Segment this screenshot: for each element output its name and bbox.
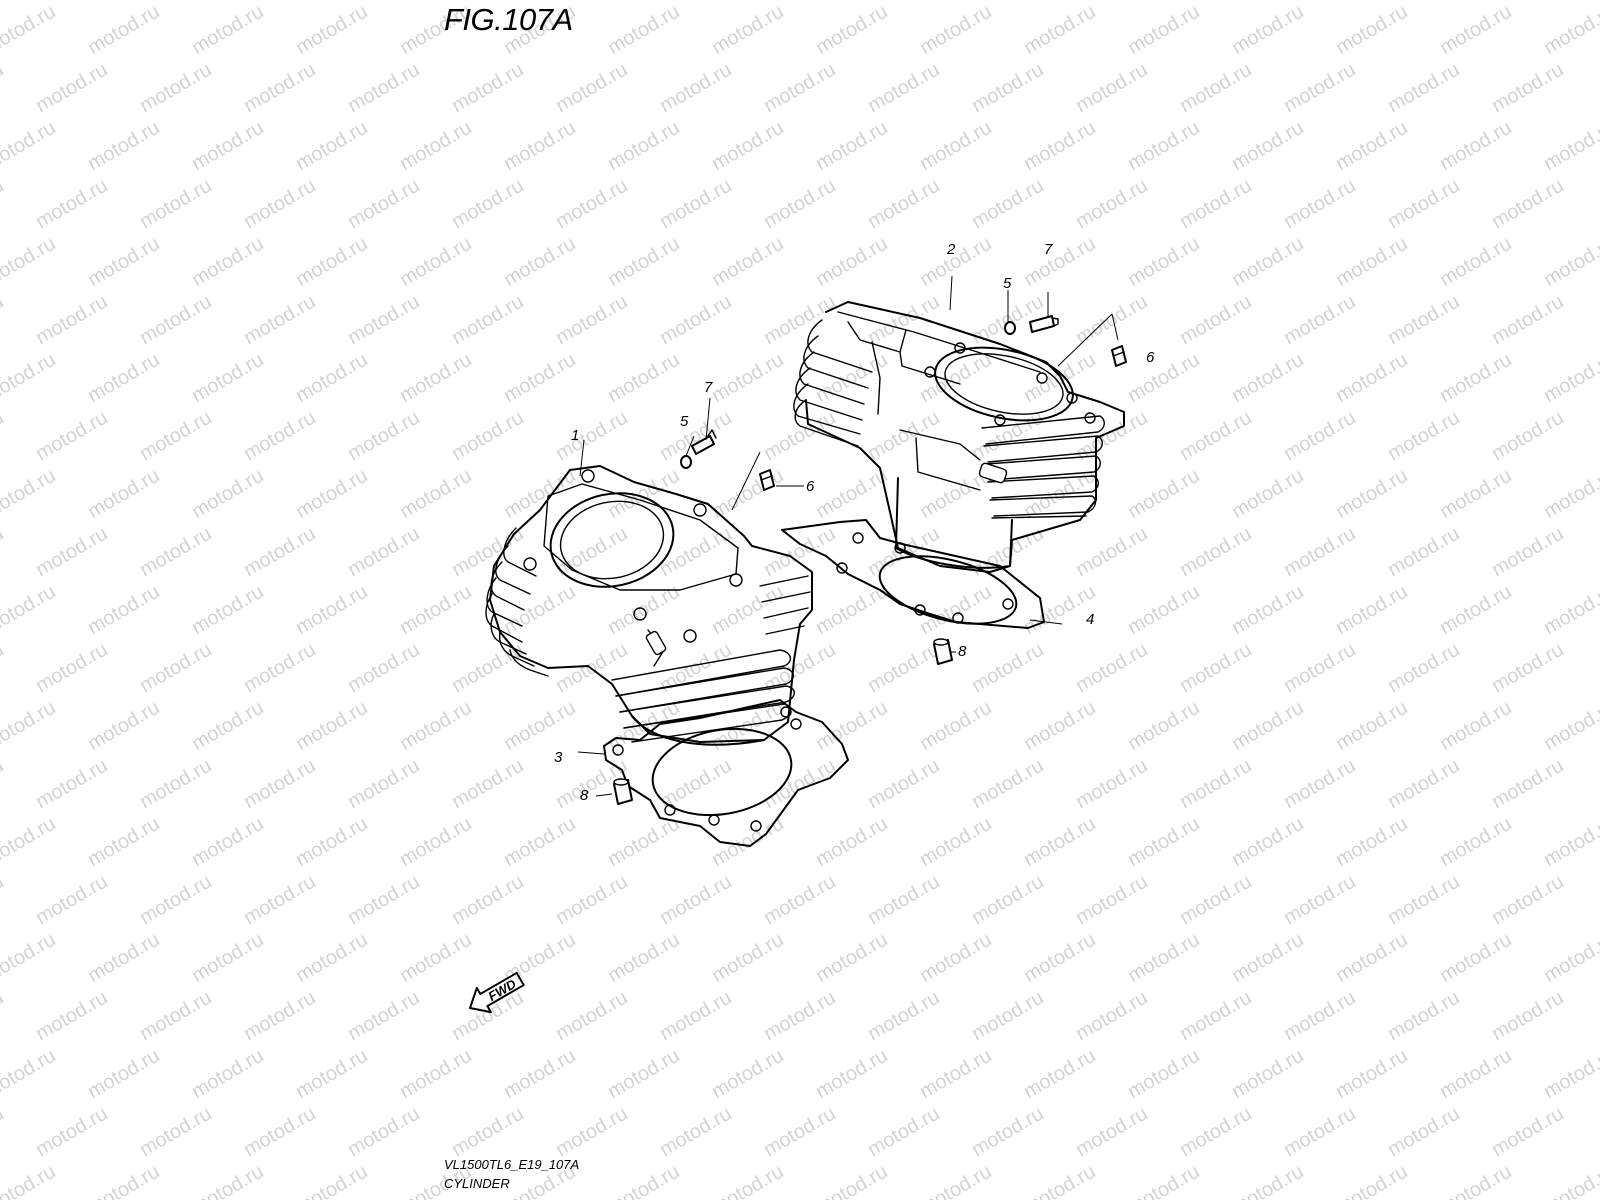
callout-labels: 1 2 3 4 5 5 6 6 7 7 8 8 — [554, 241, 1155, 804]
figure-name: CYLINDER — [444, 1176, 510, 1191]
washer-front — [680, 455, 692, 469]
rear-cylinder-fins-left — [793, 319, 873, 447]
base-dowel-front — [613, 778, 633, 805]
callout-8-front: 8 — [580, 787, 589, 804]
callout-3: 3 — [554, 749, 563, 766]
callout-7-front: 7 — [704, 379, 713, 396]
rear-cylinder-base-gasket — [781, 519, 1045, 629]
callout-6-front: 6 — [806, 478, 815, 495]
washer-rear — [1004, 321, 1016, 335]
callout-8-rear: 8 — [958, 643, 967, 660]
callout-4: 4 — [1086, 611, 1094, 628]
leader-lines — [577, 275, 1119, 797]
front-cylinder — [485, 465, 813, 746]
dowel-pin-rear — [1111, 345, 1127, 367]
callout-5-rear: 5 — [1003, 275, 1012, 292]
callout-6-rear: 6 — [1146, 349, 1155, 366]
front-cylinder-fins-right — [611, 575, 811, 743]
callout-2: 2 — [946, 241, 956, 258]
callout-5-front: 5 — [680, 413, 689, 430]
stud-rear — [1029, 315, 1059, 333]
stud-front — [691, 429, 717, 455]
base-dowel-rear — [933, 638, 953, 665]
callout-7-rear: 7 — [1044, 241, 1053, 258]
arrow-left-down-icon — [469, 971, 525, 1014]
fwd-direction-marker: FWD — [469, 971, 525, 1014]
rear-cylinder — [793, 301, 1125, 573]
front-cylinder-base-gasket — [603, 699, 849, 847]
figure-code: VL1500TL6_E19_107A — [444, 1157, 580, 1172]
figure-title: FIG.107A — [444, 2, 573, 37]
callout-1: 1 — [571, 427, 579, 444]
dowel-pin-front — [759, 469, 775, 491]
rear-cylinder-fins-right — [981, 415, 1105, 519]
